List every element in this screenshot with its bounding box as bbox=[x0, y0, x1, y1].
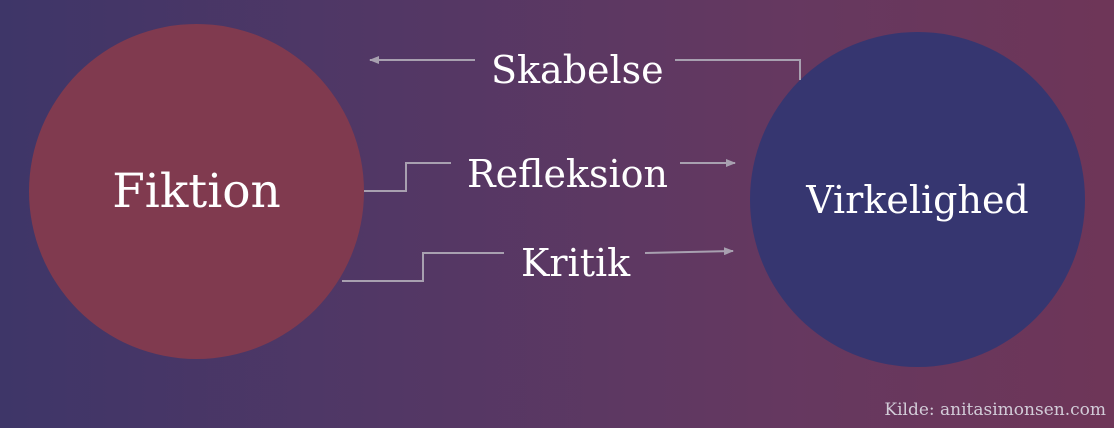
critique-label: Kritik bbox=[521, 241, 631, 285]
reflection-connector-left bbox=[364, 162, 451, 192]
creation-label: Skabelse bbox=[491, 48, 664, 92]
critique-connector-left bbox=[342, 252, 504, 282]
fiction-node-label: Fiktion bbox=[112, 164, 281, 219]
reality-node: Virkelighed bbox=[750, 32, 1085, 367]
reality-node-label: Virkelighed bbox=[806, 177, 1029, 222]
creation-connector-right bbox=[675, 59, 801, 80]
critique-arrow bbox=[644, 247, 734, 256]
reflection-label: Refleksion bbox=[467, 152, 668, 196]
fiction-node: Fiktion bbox=[29, 24, 364, 359]
source-credit: Kilde: anitasimonsen.com bbox=[884, 400, 1106, 420]
